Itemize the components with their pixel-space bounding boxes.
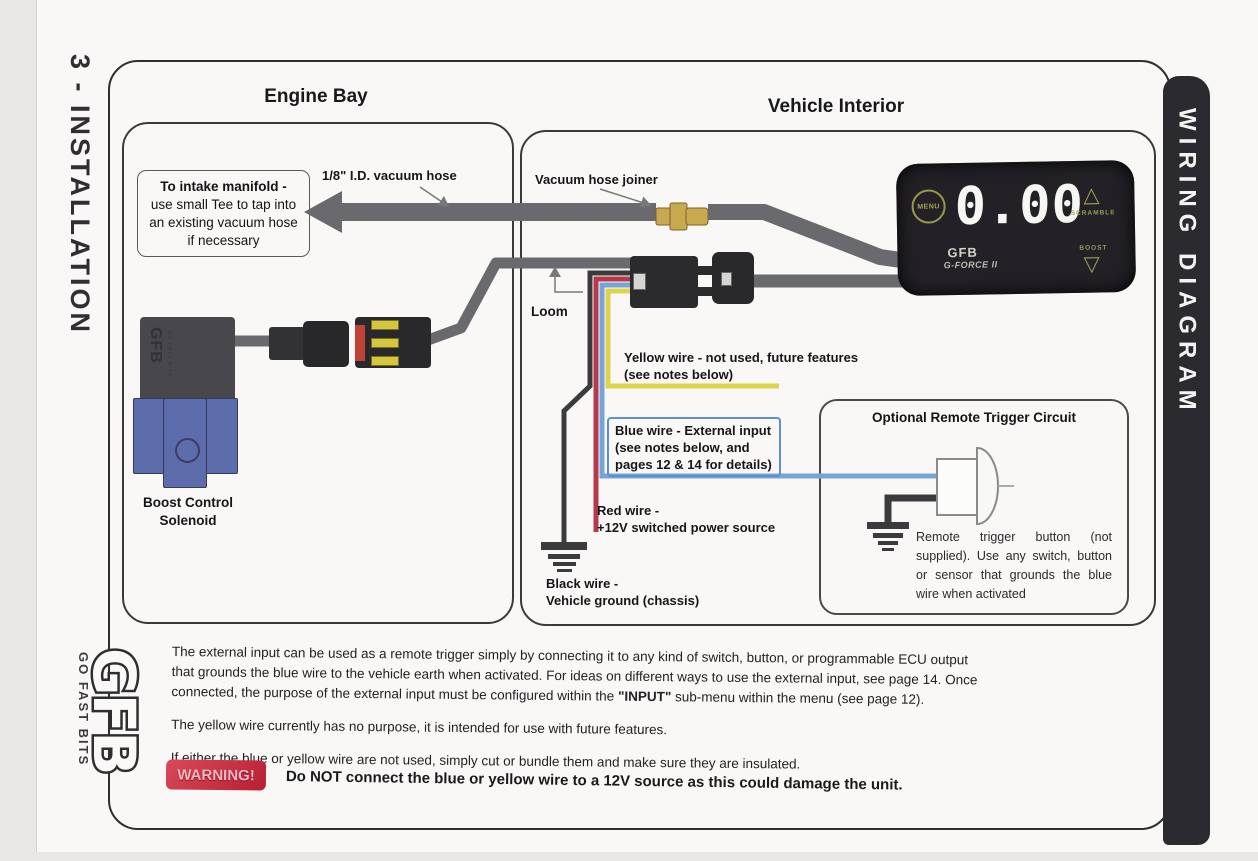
installation-side-label: 3 - INSTALLATION [65,54,95,335]
hose-joiner-graphic [655,202,709,231]
intake-note-line: if necessary [187,233,260,248]
connector-seal [355,325,365,361]
menu-button-label: MENU [917,202,940,211]
boost-down-icon: ▽ [1083,252,1100,276]
gfb-logo-text: GFB [80,648,148,773]
connector-pin [371,356,399,366]
blue-wire-label: Blue wire - External input (see notes be… [607,417,781,477]
black-wire-label: Black wire - Vehicle ground (chassis) [546,576,700,608]
vacuum-hose-label: 1/8" I.D. vacuum hose [322,168,457,183]
red-wire-label: Red wire - +12V switched power source [597,503,776,535]
joiner-label-arrow [599,188,652,208]
hose-label-arrow [419,186,450,207]
chassis-ground-icon [541,542,587,572]
solenoid-gfb-tagline: GO FAST BITS [166,331,172,378]
note-paragraph-1: The external input can be used as a remo… [171,643,978,707]
connector-latch [633,273,646,290]
display-model-logo: G-FORCE II [943,259,998,271]
solenoid-connector-a [269,327,305,360]
harness-connector [355,317,431,368]
wiring-diagram-side-label: WIRING DIAGRAM [1163,76,1210,845]
scramble-label: SCRAMBLE [1070,209,1116,218]
connector-latch [721,272,732,286]
solenoid-loom-wire [426,257,642,346]
connector-prong [696,266,712,275]
scramble-up-icon: △ [1083,183,1100,207]
remote-ground-icon [867,522,909,551]
page-background [36,0,1258,852]
hose-arrowhead [304,191,342,233]
warning-badge: WARNING! [165,759,267,791]
boost-label: BOOST [1079,244,1108,252]
connector-pin [371,338,399,348]
display-brand-logo: GFB [947,244,978,261]
vehicle-interior-panel [520,130,1156,626]
solenoid-label: Boost Control Solenoid [143,495,233,528]
gfb-tagline-text: GO FAST BITS [76,652,91,766]
gforce-display-unit: MENU 0.00 △ SCRAMBLE BOOST ▽ GFB G-FORCE… [895,159,1137,297]
loom-connector [630,256,712,308]
intake-note-line: an existing vacuum hose [149,215,298,230]
black-wire [561,270,636,542]
remote-caption: Remote trigger button (not supplied). Us… [916,530,1112,601]
vehicle-interior-title: Vehicle Interior [767,96,905,117]
engine-bay-panel [122,122,514,624]
connector-pin [371,320,399,330]
remote-trigger-box: Optional Remote Trigger Circuit [819,399,1129,615]
loom-label-arrow [549,266,583,293]
hose-joiner-label: Vacuum hose joiner [535,172,658,187]
menu-button: MENU [911,189,946,224]
engine-bay-title: Engine Bay [264,86,368,107]
loom-label: Loom [531,304,568,319]
intake-manifold-note: To intake manifold - use small Tee to ta… [137,170,310,257]
intake-note-line: use small Tee to tap into [150,197,297,212]
solenoid-bolt-hole [175,438,200,463]
remote-trigger-title: Optional Remote Trigger Circuit [871,410,1077,425]
gfb-logo: GO FAST BITS GFB [76,646,151,776]
remote-trigger-button [884,446,1014,526]
yellow-wire-label: Yellow wire - not used, future features … [624,350,859,382]
intake-note-title: To intake manifold - [160,179,287,194]
inline-connector [712,252,754,304]
boost-readout: 0.00 [954,174,1085,238]
vacuum-hose-to-display [708,204,910,269]
note-paragraph-2: The yellow wire currently has no purpose… [171,716,668,738]
solenoid-gfb-logo: GFB [147,327,164,364]
solenoid-connector-b [303,321,349,367]
connector-prong [696,287,712,296]
red-wire [593,276,636,532]
yellow-wire [605,288,779,389]
